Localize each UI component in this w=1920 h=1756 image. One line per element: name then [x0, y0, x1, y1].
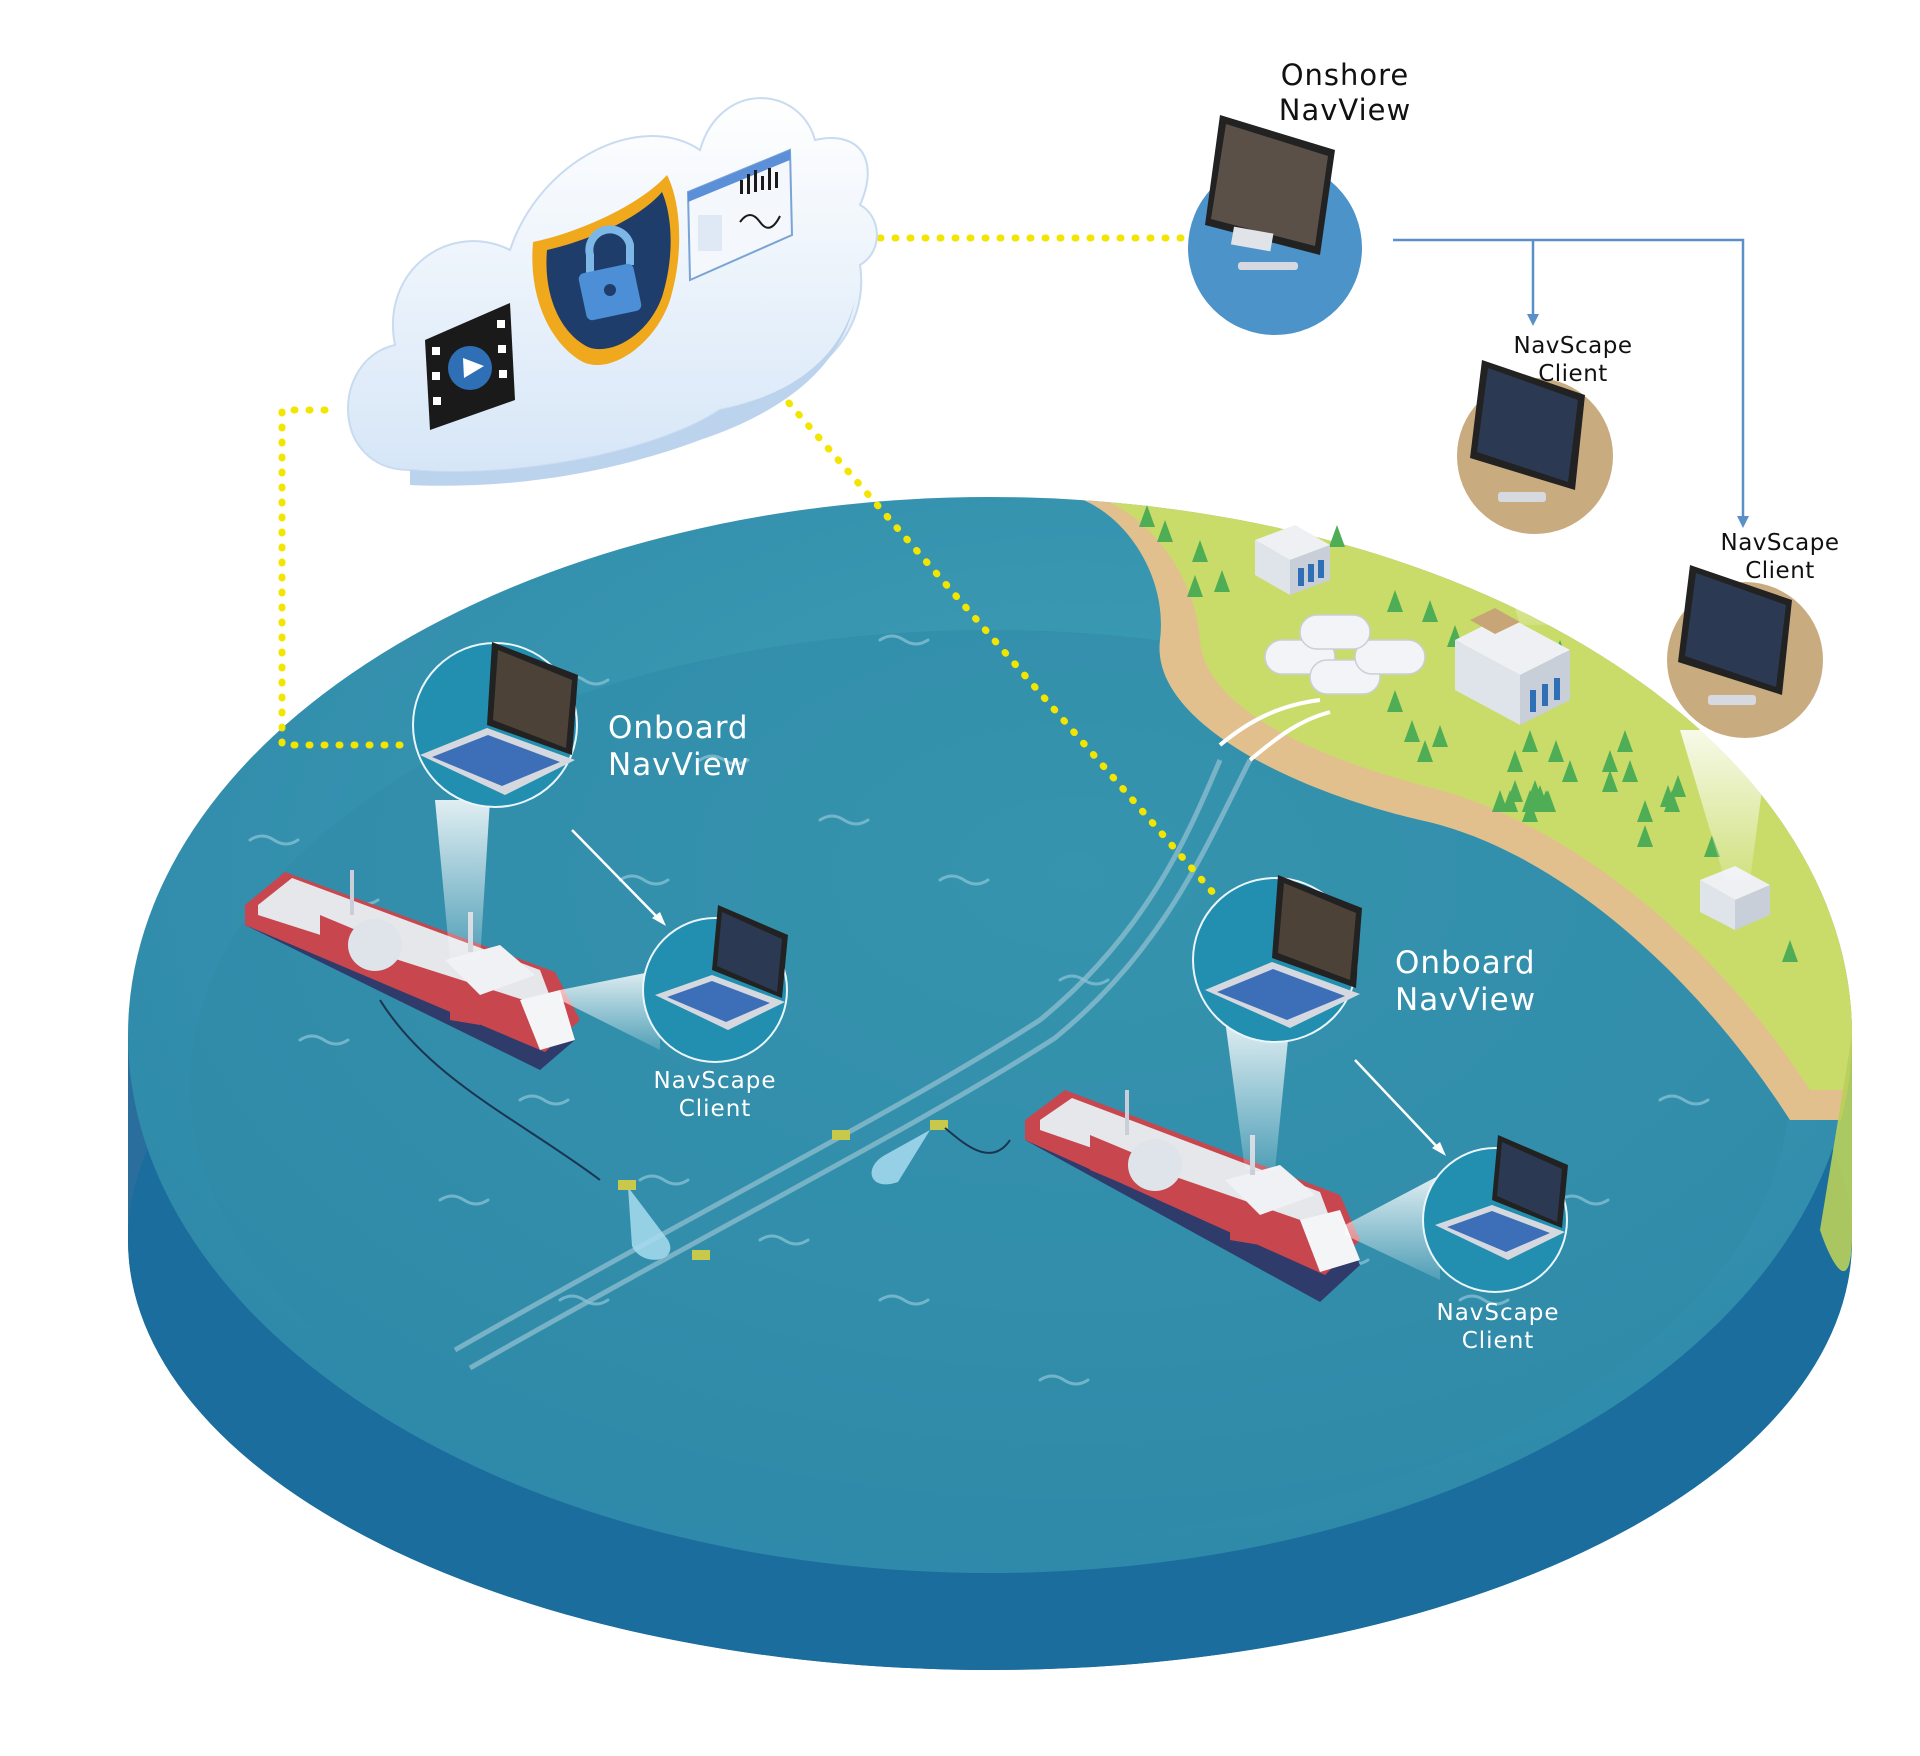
- onboard-navview-label: Onboard NavView: [1395, 945, 1565, 1019]
- navscape-client-label: NavScape Client: [1423, 1300, 1573, 1355]
- distribution-arrows: [1393, 238, 1745, 520]
- navscape-client-bubble: [1457, 360, 1613, 534]
- building-icon: [1700, 866, 1770, 930]
- label-line: NavScape: [1720, 530, 1840, 556]
- navscape-client-label: NavScape Client: [1498, 333, 1648, 388]
- building-icon: [1255, 525, 1330, 595]
- storage-tanks: [1264, 614, 1426, 695]
- onshore-navview-bubble: [1188, 115, 1362, 335]
- view-beams: [435, 330, 1770, 1280]
- label-line: NavView: [1278, 92, 1412, 127]
- sonar-sensor-icon: [618, 1180, 710, 1260]
- building-icon: [1455, 608, 1570, 725]
- video-film-icon: [425, 303, 515, 430]
- navscape-client-bubble: [642, 905, 788, 1063]
- pipeline-landfall: [1218, 698, 1331, 762]
- navscape-client-label: NavScape Client: [640, 1068, 790, 1123]
- label-line: Client: [1538, 360, 1608, 387]
- dashboard-chart-icon: [686, 148, 794, 282]
- navscape-client-label: NavScape Client: [1705, 530, 1855, 585]
- label-line: Client: [1461, 1327, 1535, 1354]
- vessel-arrows: [571, 829, 1441, 1151]
- satellite-links: [278, 234, 1219, 899]
- label-line: NavView: [608, 747, 750, 784]
- shield-lock-icon: [532, 175, 680, 366]
- sonar-sensor-icon: [832, 1120, 948, 1185]
- navscape-client-bubble: [1422, 1135, 1568, 1293]
- label-line: Client: [1745, 557, 1815, 584]
- onboard-navview-bubble: [1192, 875, 1362, 1043]
- onboard-navview-bubble: [412, 642, 578, 808]
- label-line: NavScape: [653, 1068, 777, 1094]
- navscape-client-bubble: [1667, 565, 1823, 738]
- label-line: Client: [678, 1095, 752, 1122]
- label-line: NavScape: [1513, 333, 1633, 359]
- onshore-navview-label: Onshore NavView: [1265, 58, 1425, 128]
- label-line: Onboard: [1395, 945, 1536, 981]
- label-line: Onshore: [1280, 58, 1410, 92]
- label-line: NavView: [1395, 982, 1537, 1019]
- label-line: Onboard: [608, 710, 749, 746]
- tree-icon: [1139, 505, 1798, 962]
- label-line: NavScape: [1436, 1300, 1560, 1326]
- ship-icon: [1025, 1090, 1360, 1302]
- onboard-navview-label: Onboard NavView: [608, 710, 778, 784]
- ship-icon: [245, 870, 580, 1070]
